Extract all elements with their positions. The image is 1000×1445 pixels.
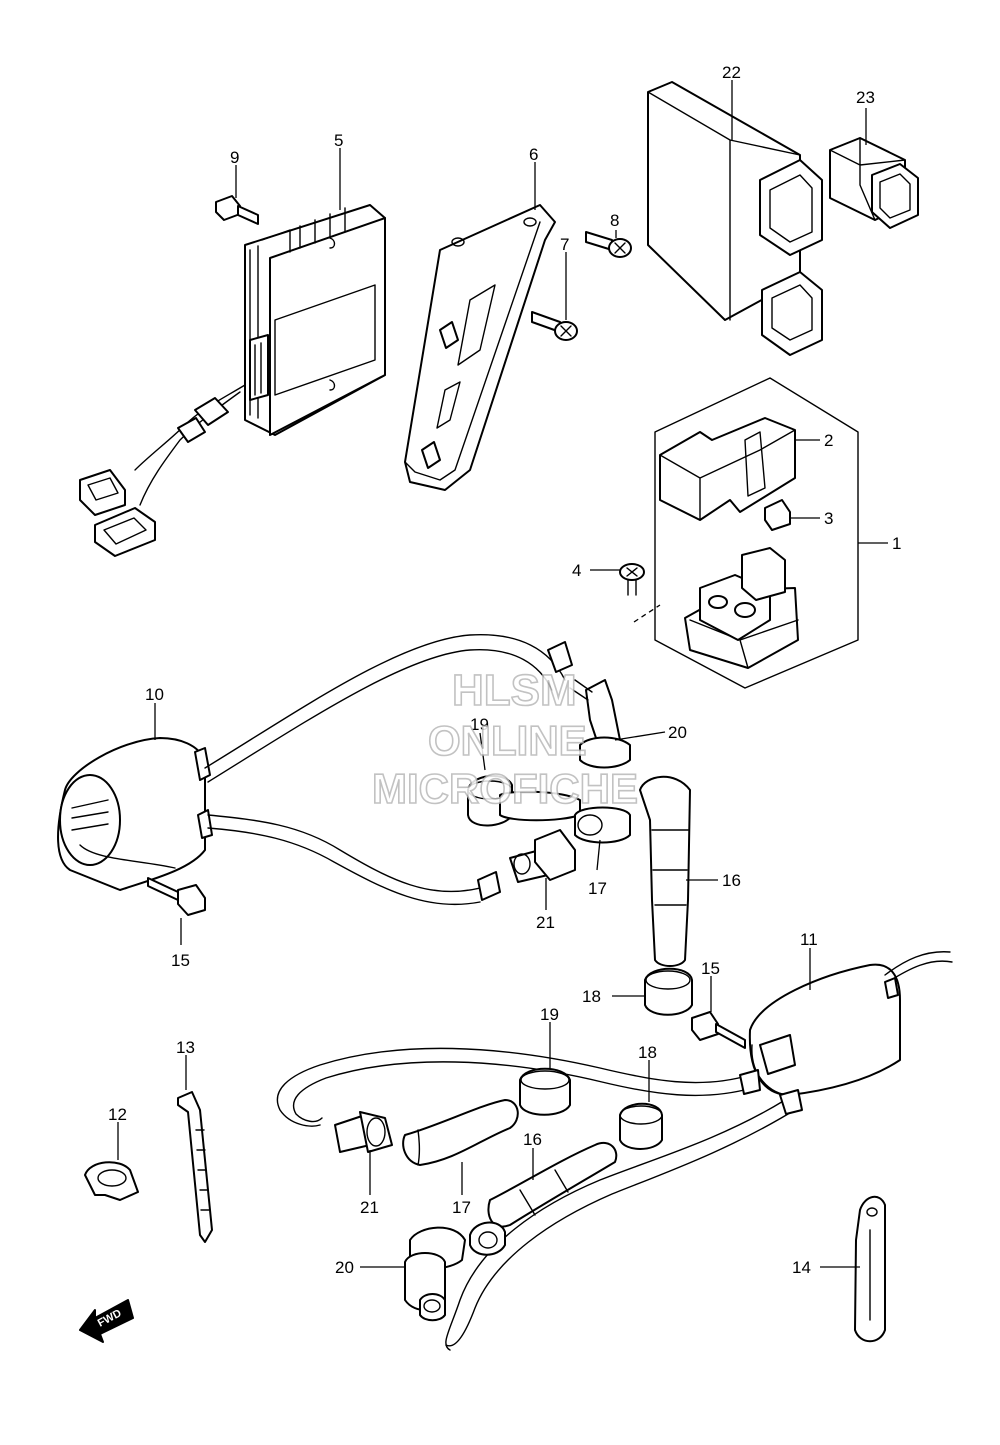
callout-16b: 16: [523, 1130, 542, 1149]
boot-16-upper: [639, 775, 691, 967]
screw-7: [531, 311, 578, 341]
screw-8: [585, 231, 632, 258]
callout-7: 7: [560, 235, 569, 254]
strap-14: [854, 1195, 886, 1343]
callout-1: 1: [892, 534, 901, 553]
callout-20b: 20: [335, 1258, 354, 1277]
sleeve-18-upper: [644, 967, 693, 1016]
starter-relay-assembly: [654, 377, 859, 689]
callout-labels: 1 2 3 4 5 6 7 8 9 10 11 12 13 14 15 15 1…: [108, 63, 901, 1277]
callout-21b: 21: [360, 1198, 379, 1217]
watermark: HLSM ONLINE MICROFICHE: [371, 665, 639, 813]
sleeve-19-lower: [519, 1067, 571, 1116]
leader-lines: [117, 80, 888, 1268]
cable-tie-13: [177, 1091, 213, 1243]
connector-21-upper: [509, 829, 576, 883]
callout-4: 4: [572, 561, 581, 580]
callout-2: 2: [824, 431, 833, 450]
callout-18b: 18: [638, 1043, 657, 1062]
clamp-12: [84, 1161, 139, 1201]
fwd-arrow: FWD: [79, 1299, 134, 1343]
boot-17-lower: [402, 1099, 519, 1166]
watermark-line-2: ONLINE: [428, 717, 587, 764]
screw-4: [619, 563, 661, 623]
callout-23: 23: [856, 88, 875, 107]
callout-10: 10: [145, 685, 164, 704]
callout-12: 12: [108, 1105, 127, 1124]
callout-19a: 19: [470, 715, 489, 734]
boot-17-upper: [499, 790, 631, 844]
callout-21a: 21: [536, 913, 555, 932]
callout-16a: 16: [722, 871, 741, 890]
callout-13: 13: [176, 1038, 195, 1057]
callout-17a: 17: [588, 879, 607, 898]
bracket-plate: [404, 204, 556, 491]
watermark-line-1: HLSM: [452, 666, 577, 715]
connector-21-lower: [334, 1111, 393, 1153]
plug-cap-20-lower: [404, 1226, 466, 1322]
callout-18a: 18: [582, 987, 601, 1006]
sleeve-18-lower: [619, 1102, 663, 1150]
regulator-rectifier: [79, 204, 386, 557]
callout-20a: 20: [668, 723, 687, 742]
callout-3: 3: [824, 509, 833, 528]
ecm-unit: [647, 81, 823, 356]
callout-19b: 19: [540, 1005, 559, 1024]
callout-15b: 15: [701, 959, 720, 978]
callout-11: 11: [800, 930, 818, 949]
callout-8: 8: [610, 211, 619, 230]
ignition-coil-11: [748, 951, 953, 1096]
callout-15a: 15: [171, 951, 190, 970]
callout-9: 9: [230, 148, 239, 167]
callout-17b: 17: [452, 1198, 471, 1217]
boot-16-lower: [469, 1142, 618, 1256]
bolt-15-lower: [691, 1011, 746, 1049]
ht-lead-lower: [207, 814, 501, 906]
bolt-15-upper: [147, 877, 206, 916]
callout-14: 14: [792, 1258, 811, 1277]
callout-22: 22: [722, 63, 741, 82]
bolt-9: [215, 195, 259, 225]
connector-23: [829, 137, 919, 229]
watermark-line-3: MICROFICHE: [372, 765, 638, 812]
callout-6: 6: [529, 145, 538, 164]
ignition-coil-10: [57, 737, 213, 891]
callout-5: 5: [334, 131, 343, 150]
ht-lead-upper: [204, 633, 631, 783]
ht-lead-lower-coil: [276, 1047, 803, 1351]
